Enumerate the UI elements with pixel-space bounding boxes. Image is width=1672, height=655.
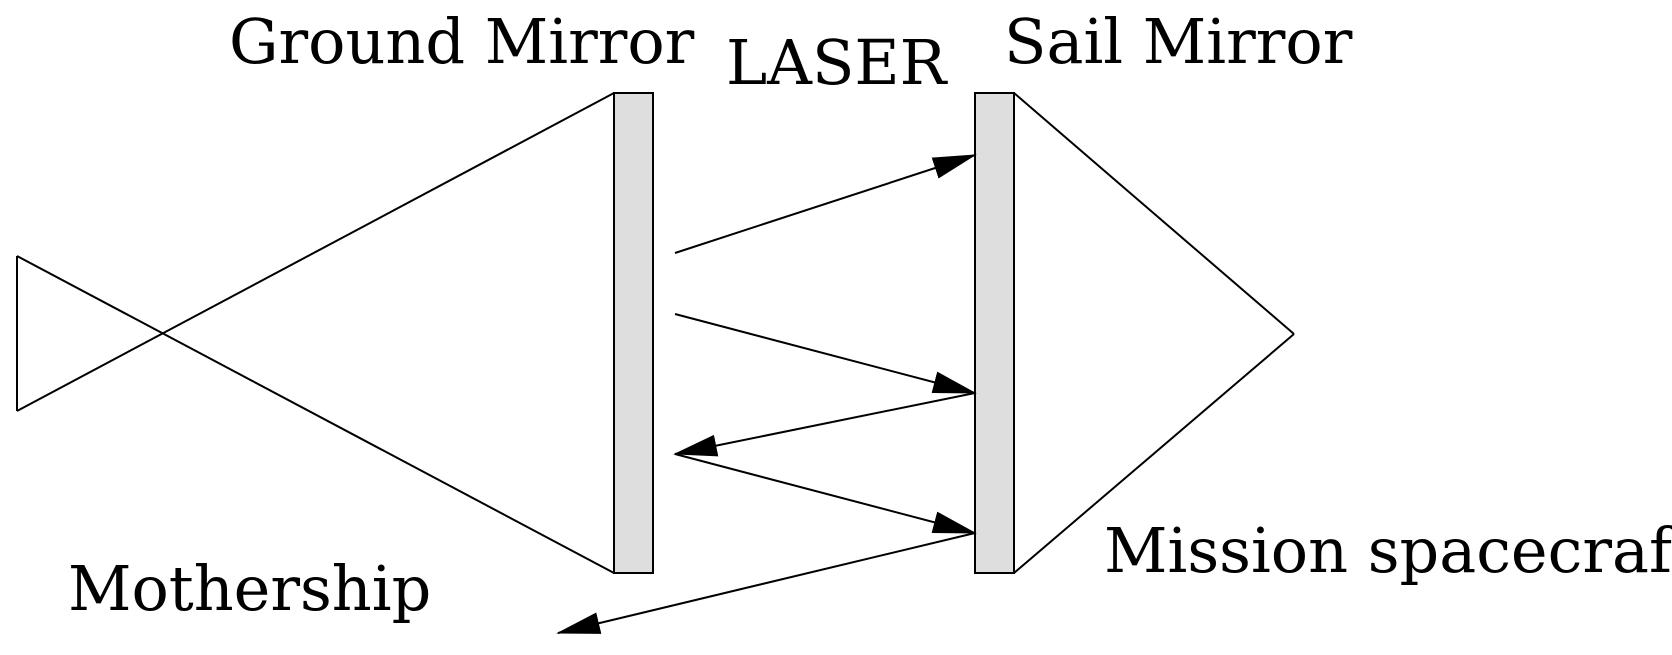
ground-mirror [613, 92, 654, 574]
laser-beam-arrow-1 [674, 154, 977, 254]
laser-beam-arrow-4 [674, 453, 977, 534]
sail-mirror [974, 92, 1015, 574]
mission-spacecraft-shape [1013, 92, 1295, 574]
mothership-shape [16, 92, 615, 574]
mothership-upper-cross-line [16, 255, 615, 574]
spacecraft-upper-edge [1013, 92, 1295, 335]
laser-label: LASER [726, 26, 949, 99]
ground-mirror-label: Ground Mirror [229, 5, 695, 78]
spacecraft-lower-edge [1013, 333, 1295, 574]
mothership-label: Mothership [68, 552, 431, 625]
mothership-lower-cross-line [16, 92, 615, 412]
laser-beam-arrow-5 [556, 532, 976, 634]
sail-mirror-label: Sail Mirror [1004, 5, 1353, 78]
laser-beam-arrow-2 [674, 313, 977, 394]
laser-beam-arrow-3 [673, 392, 976, 457]
laser-beams [556, 154, 977, 634]
mission-spacecraft-label: Mission spacecraft [1104, 514, 1672, 587]
